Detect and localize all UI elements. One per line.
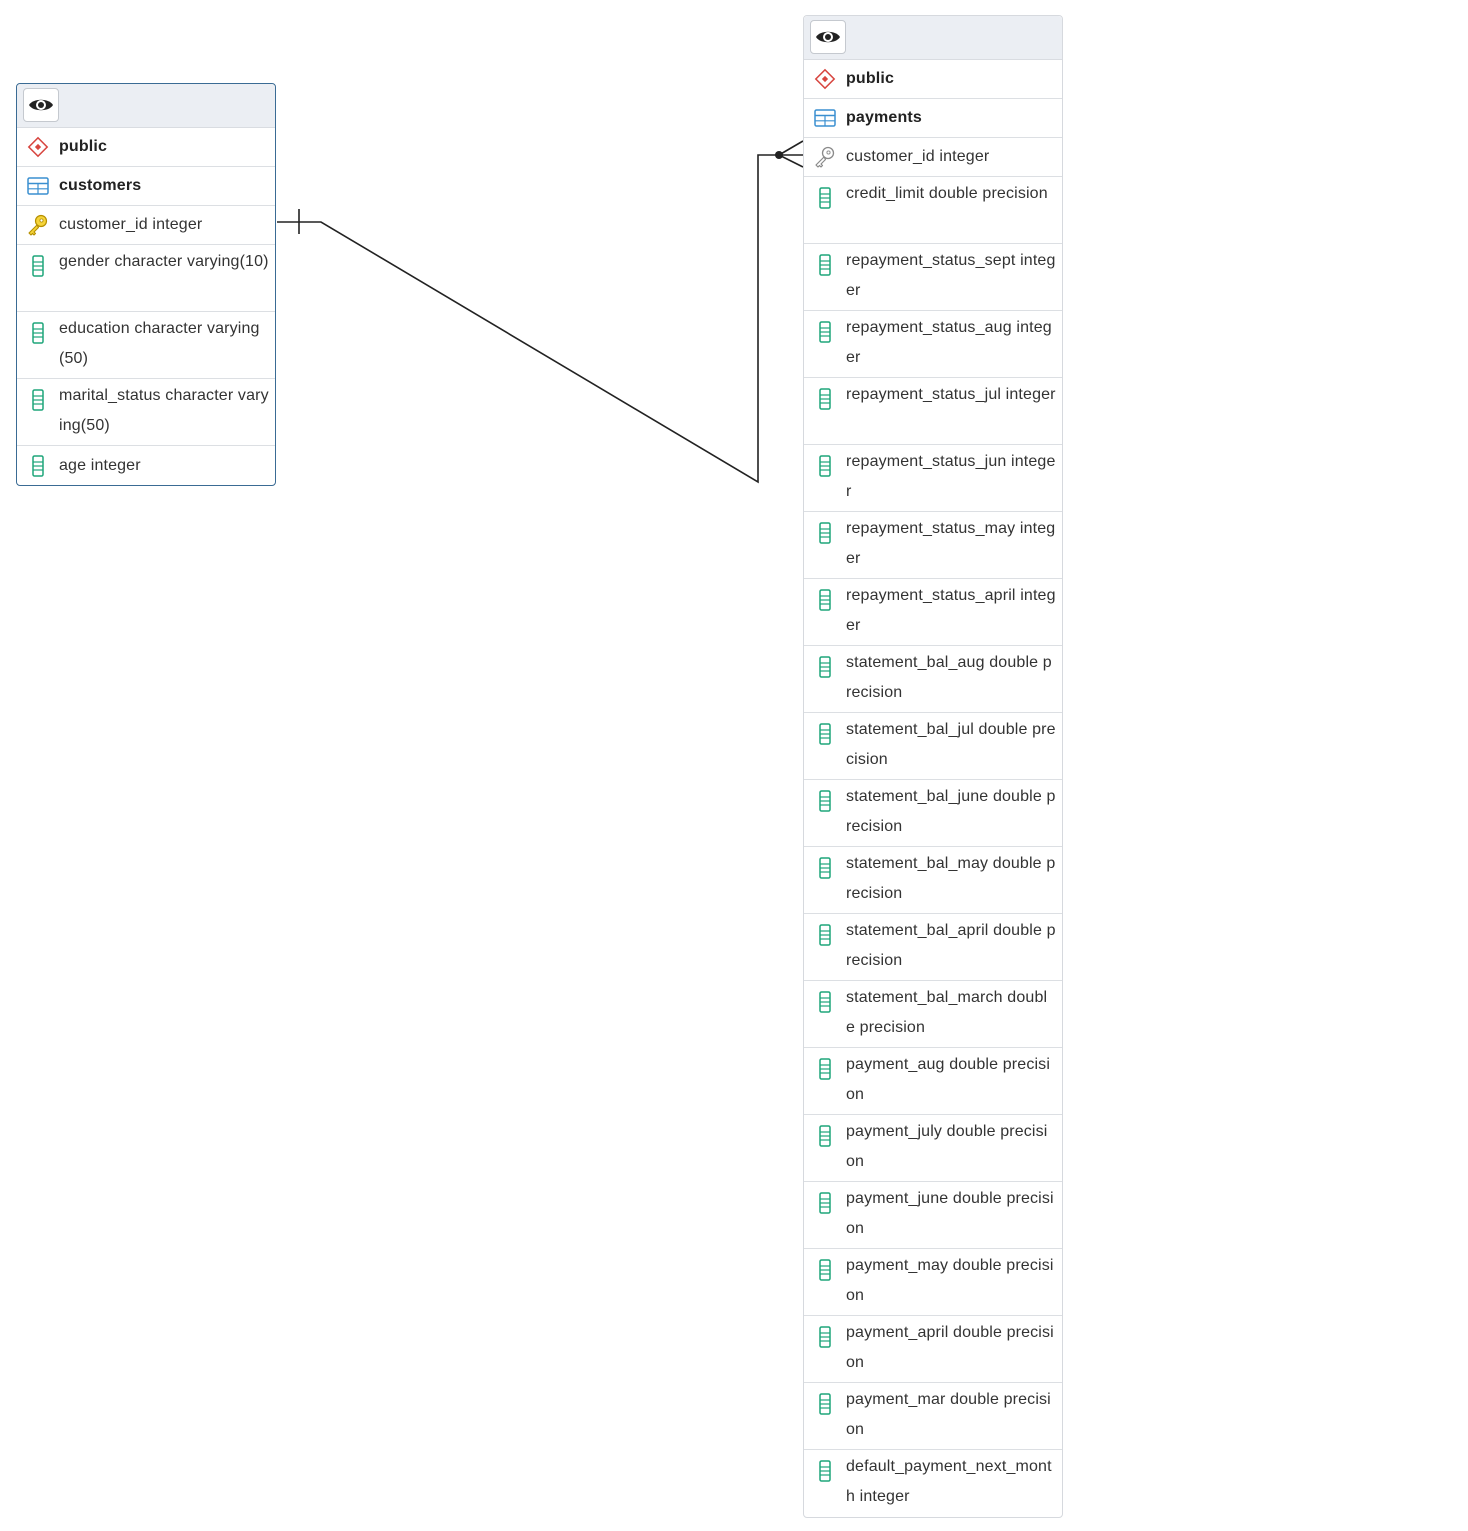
- column-row[interactable]: statement_bal_june double precision: [804, 780, 1062, 847]
- column-name: payment_april double precision: [846, 1324, 1054, 1371]
- column-icon: [804, 1048, 846, 1080]
- column-icon: [804, 780, 846, 812]
- table-node-header: [17, 84, 275, 128]
- column-name: statement_bal_april double precision: [846, 922, 1056, 969]
- column-row[interactable]: default_payment_next_month integer: [804, 1450, 1062, 1517]
- foreign-key-icon: [804, 138, 846, 176]
- column-row[interactable]: payment_july double precision: [804, 1115, 1062, 1182]
- table-name: customers: [59, 177, 142, 194]
- column-name: payment_july double precision: [846, 1123, 1048, 1170]
- column-name: customer_id integer: [846, 148, 990, 165]
- column-row[interactable]: customer_id integer: [804, 138, 1062, 177]
- column-name: age integer: [59, 456, 141, 474]
- column-name: marital_status character varying(50): [59, 387, 269, 434]
- column-icon: [804, 1450, 846, 1482]
- column-row[interactable]: repayment_status_aug integer: [804, 311, 1062, 378]
- column-name: repayment_status_aug integer: [846, 319, 1052, 366]
- many-cardinality-dot: [775, 151, 783, 159]
- column-name: statement_bal_aug double precision: [846, 654, 1052, 701]
- column-name: default_payment_next_month integer: [846, 1458, 1052, 1505]
- column-icon: [17, 446, 59, 485]
- column-row[interactable]: payment_may double precision: [804, 1249, 1062, 1316]
- column-name: statement_bal_march double precision: [846, 989, 1048, 1036]
- column-icon: [804, 1249, 846, 1281]
- table-node-customers[interactable]: public customers customer_i: [16, 83, 276, 486]
- table-node-payments[interactable]: public payments customer_id: [803, 15, 1063, 1518]
- column-icon: [17, 245, 59, 277]
- column-icon: [804, 512, 846, 544]
- column-row[interactable]: repayment_status_jul integer: [804, 378, 1062, 445]
- column-icon: [804, 847, 846, 879]
- column-icon: [804, 981, 846, 1013]
- column-row[interactable]: payment_june double precision: [804, 1182, 1062, 1249]
- schema-icon: [804, 60, 846, 98]
- table-icon: [804, 99, 846, 137]
- column-row[interactable]: credit_limit double precision: [804, 177, 1062, 244]
- column-icon: [804, 1115, 846, 1147]
- column-row[interactable]: repayment_status_jun integer: [804, 445, 1062, 512]
- column-icon: [804, 1316, 846, 1348]
- column-row[interactable]: statement_bal_jul double precision: [804, 713, 1062, 780]
- schema-row: public: [804, 60, 1062, 99]
- column-icon: [804, 646, 846, 678]
- relationship-line[interactable]: [277, 140, 804, 484]
- schema-name: public: [846, 70, 895, 87]
- column-name: statement_bal_may double precision: [846, 855, 1056, 902]
- column-name: repayment_status_april integer: [846, 587, 1056, 634]
- column-name: payment_june double precision: [846, 1190, 1054, 1237]
- column-row[interactable]: marital_status character varying(50): [17, 379, 275, 446]
- table-name-row: payments: [804, 99, 1062, 138]
- column-row[interactable]: payment_april double precision: [804, 1316, 1062, 1383]
- column-row[interactable]: statement_bal_may double precision: [804, 847, 1062, 914]
- column-row[interactable]: repayment_status_sept integer: [804, 244, 1062, 311]
- table-name-row: customers: [17, 167, 275, 206]
- schema-icon: [17, 128, 59, 166]
- column-name: credit_limit double precision: [846, 185, 1048, 202]
- primary-key-icon: [17, 206, 59, 244]
- column-row[interactable]: repayment_status_may integer: [804, 512, 1062, 579]
- column-name: education character varying(50): [59, 320, 260, 367]
- column-name: repayment_status_sept integer: [846, 252, 1056, 299]
- column-row[interactable]: statement_bal_aug double precision: [804, 646, 1062, 713]
- column-icon: [804, 1182, 846, 1214]
- column-row[interactable]: age integer: [17, 446, 275, 485]
- column-name: gender character varying(10): [59, 253, 269, 270]
- column-name: repayment_status_may integer: [846, 520, 1056, 567]
- column-name: statement_bal_june double precision: [846, 788, 1056, 835]
- column-icon: [804, 244, 846, 276]
- column-icon: [804, 177, 846, 209]
- eye-icon[interactable]: [23, 88, 59, 122]
- column-row[interactable]: repayment_status_april integer: [804, 579, 1062, 646]
- eye-icon[interactable]: [810, 20, 846, 54]
- column-icon: [804, 378, 846, 410]
- column-row[interactable]: payment_mar double precision: [804, 1383, 1062, 1450]
- column-name: payment_aug double precision: [846, 1056, 1051, 1103]
- table-node-header: [804, 16, 1062, 60]
- column-icon: [804, 1383, 846, 1415]
- column-icon: [17, 312, 59, 344]
- column-name: statement_bal_jul double precision: [846, 721, 1056, 768]
- schema-name: public: [59, 138, 108, 155]
- column-row[interactable]: payment_aug double precision: [804, 1048, 1062, 1115]
- column-name: customer_id integer: [59, 216, 203, 233]
- column-name: payment_mar double precision: [846, 1391, 1051, 1438]
- column-icon: [804, 713, 846, 745]
- column-icon: [804, 579, 846, 611]
- column-name: repayment_status_jul integer: [846, 386, 1056, 403]
- column-icon: [804, 311, 846, 343]
- column-icon: [17, 379, 59, 411]
- column-row[interactable]: gender character varying(10): [17, 245, 275, 312]
- schema-row: public: [17, 128, 275, 167]
- column-row[interactable]: statement_bal_march double precision: [804, 981, 1062, 1048]
- column-icon: [804, 445, 846, 477]
- table-icon: [17, 167, 59, 205]
- column-row[interactable]: statement_bal_april double precision: [804, 914, 1062, 981]
- column-icon: [804, 914, 846, 946]
- column-row[interactable]: education character varying(50): [17, 312, 275, 379]
- column-name: payment_may double precision: [846, 1257, 1054, 1304]
- column-name: repayment_status_jun integer: [846, 453, 1056, 500]
- column-row[interactable]: customer_id integer: [17, 206, 275, 245]
- table-name: payments: [846, 109, 922, 126]
